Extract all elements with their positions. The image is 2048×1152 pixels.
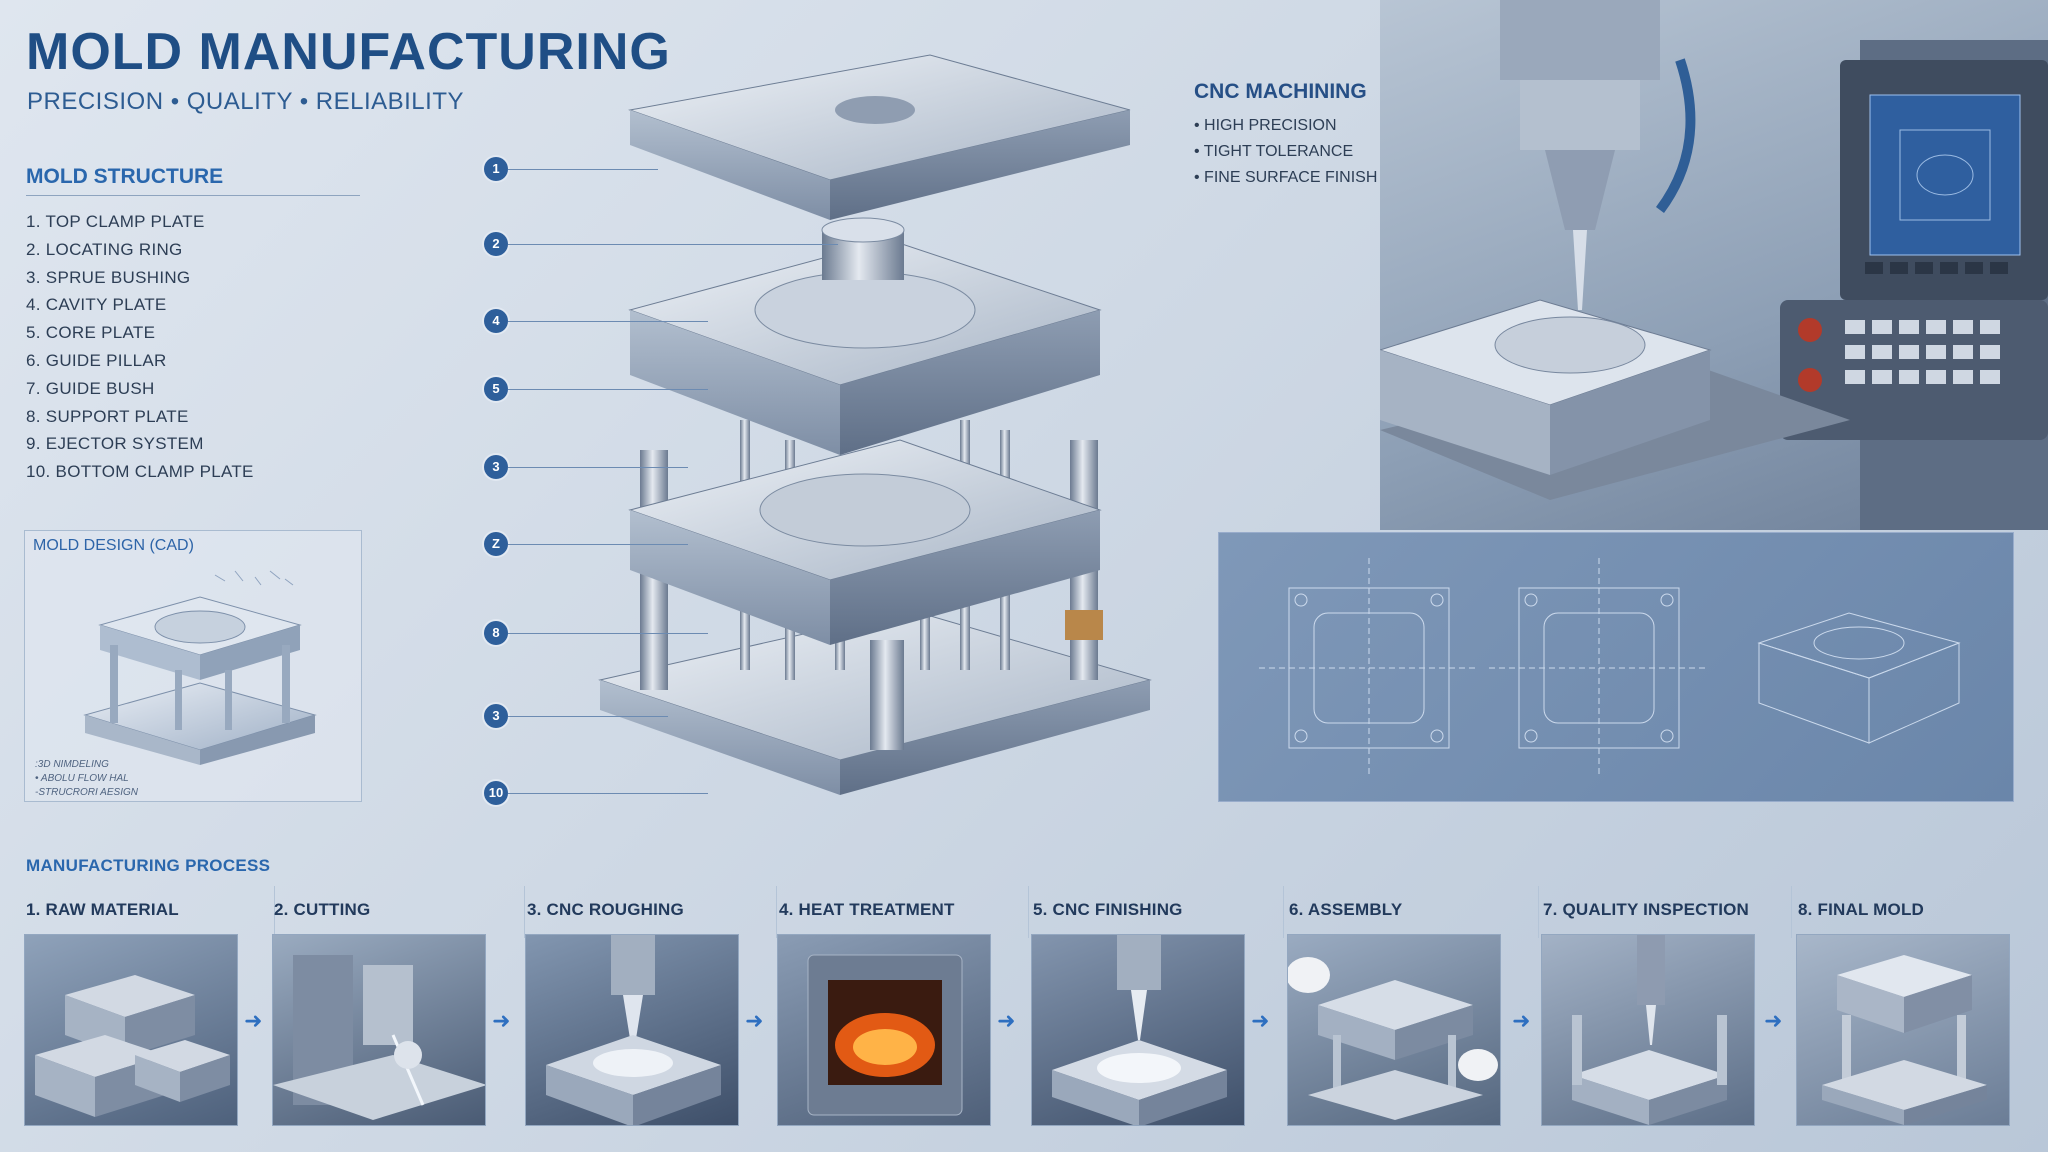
- process-steps: 1. RAW MATERIAL ➜ 2. CUTTING ➜ 3. CNC RO…: [24, 886, 2024, 1132]
- arrow-right-icon: ➜: [244, 1008, 263, 1033]
- page-title: MOLD MANUFACTURING: [26, 23, 671, 81]
- callout-line: [508, 389, 708, 390]
- callout-marker: 4: [484, 309, 508, 333]
- step-divider: [776, 886, 777, 938]
- list-item: 9. EJECTOR SYSTEM: [26, 434, 204, 454]
- step-image: [1031, 934, 1245, 1126]
- cad-mold-render: [83, 570, 317, 765]
- list-item: 7. GUIDE BUSH: [26, 378, 155, 398]
- step-label: 4. HEAT TREATMENT: [779, 900, 955, 919]
- cnc-machine-photo: [1380, 0, 2048, 530]
- callout-line: [508, 716, 668, 717]
- arrow-right-icon: ➜: [1251, 1008, 1270, 1033]
- callout-marker: 2: [484, 232, 508, 256]
- cad-design-panel: MOLD DESIGN (CAD) :3D NIMDELING • ABOLU …: [24, 530, 362, 802]
- step-image: [525, 934, 739, 1126]
- process-step-raw-material: 1. RAW MATERIAL: [24, 886, 254, 1132]
- arrow-right-icon: ➜: [997, 1008, 1016, 1033]
- step-divider: [524, 886, 525, 938]
- callout-line: [508, 244, 838, 245]
- cnc-features-list: • HIGH PRECISION • TIGHT TOLERANCE • FIN…: [1194, 113, 1377, 191]
- process-step-quality-inspection: 7. QUALITY INSPECTION: [1541, 886, 1771, 1132]
- step-label: 1. RAW MATERIAL: [26, 900, 179, 919]
- step-divider: [1538, 886, 1539, 938]
- callout-marker: 3: [484, 455, 508, 479]
- parts-list: 1. TOP CLAMP PLATE 2. LOCATING RING 3. S…: [26, 208, 254, 486]
- step-image: [777, 934, 991, 1126]
- list-item: 8. SUPPORT PLATE: [26, 406, 189, 426]
- list-item: 10. BOTTOM CLAMP PLATE: [26, 462, 254, 482]
- callout-line: [508, 793, 708, 794]
- process-step-cutting: 2. CUTTING: [272, 886, 502, 1132]
- cnc-machining-heading: CNC MACHINING: [1194, 80, 1367, 103]
- exploded-mold-illustration: [598, 54, 1152, 795]
- step-divider: [1791, 886, 1792, 938]
- process-step-heat-treatment: 4. HEAT TREATMENT: [777, 886, 1007, 1132]
- step-label: 6. ASSEMBLY: [1289, 900, 1403, 919]
- tagline: PRECISION • QUALITY • RELIABILITY: [27, 88, 464, 115]
- process-step-final-mold: 8. FINAL MOLD: [1796, 886, 2026, 1132]
- cad-note: -STRUCRORI AESIGN: [35, 787, 138, 798]
- callout-line: [508, 633, 708, 634]
- step-divider: [1283, 886, 1284, 938]
- list-item: 2. LOCATING RING: [26, 239, 183, 259]
- step-image: [1287, 934, 1501, 1126]
- step-label: 5. CNC FINISHING: [1033, 900, 1183, 919]
- step-label: 8. FINAL MOLD: [1798, 900, 1925, 919]
- callout-marker: 8: [484, 621, 508, 645]
- arrow-right-icon: ➜: [1512, 1008, 1531, 1033]
- step-image: [1541, 934, 1755, 1126]
- process-step-cnc-finishing: 5. CNC FINISHING: [1031, 886, 1261, 1132]
- step-image: [1796, 934, 2010, 1126]
- list-item: 4. CAVITY PLATE: [26, 295, 167, 315]
- list-item: 6. GUIDE PILLAR: [26, 350, 167, 370]
- callout-line: [508, 321, 708, 322]
- step-image: [24, 934, 238, 1126]
- manufacturing-process-heading: MANUFACTURING PROCESS: [26, 856, 271, 875]
- cad-note: :3D NIMDELING: [35, 759, 109, 770]
- list-item: 1. TOP CLAMP PLATE: [26, 212, 205, 231]
- callout-line: [508, 169, 658, 170]
- step-image: [272, 934, 486, 1126]
- step-divider: [274, 886, 275, 938]
- step-label: 7. QUALITY INSPECTION: [1543, 900, 1750, 919]
- arrow-right-icon: ➜: [492, 1008, 511, 1033]
- list-item: • FINE SURFACE FINISH: [1194, 169, 1378, 186]
- step-label: 3. CNC ROUGHING: [527, 900, 684, 919]
- technical-drawings-panel: [1218, 532, 2014, 802]
- list-item: 3. SPRUE BUSHING: [26, 267, 191, 287]
- cad-title: MOLD DESIGN (CAD): [33, 537, 194, 554]
- mold-structure-heading: MOLD STRUCTURE: [26, 165, 224, 188]
- list-item: • TIGHT TOLERANCE: [1194, 143, 1354, 160]
- callout-marker: 3: [484, 704, 508, 728]
- step-divider: [1028, 886, 1029, 938]
- process-step-assembly: 6. ASSEMBLY: [1287, 886, 1517, 1132]
- callout-marker: 10: [484, 781, 508, 805]
- arrow-right-icon: ➜: [1764, 1008, 1783, 1033]
- section-divider: [26, 195, 360, 196]
- step-label: 2. CUTTING: [274, 900, 371, 919]
- callout-marker: 1: [484, 157, 508, 181]
- list-item: • HIGH PRECISION: [1194, 117, 1337, 134]
- process-step-cnc-roughing: 3. CNC ROUGHING: [525, 886, 755, 1132]
- list-item: 5. CORE PLATE: [26, 323, 156, 343]
- callout-line: [508, 467, 688, 468]
- callout-line: [508, 544, 688, 545]
- callout-marker: Z: [484, 532, 508, 556]
- cad-note: • ABOLU FLOW HAL: [35, 773, 129, 784]
- arrow-right-icon: ➜: [745, 1008, 764, 1033]
- callout-marker: 5: [484, 377, 508, 401]
